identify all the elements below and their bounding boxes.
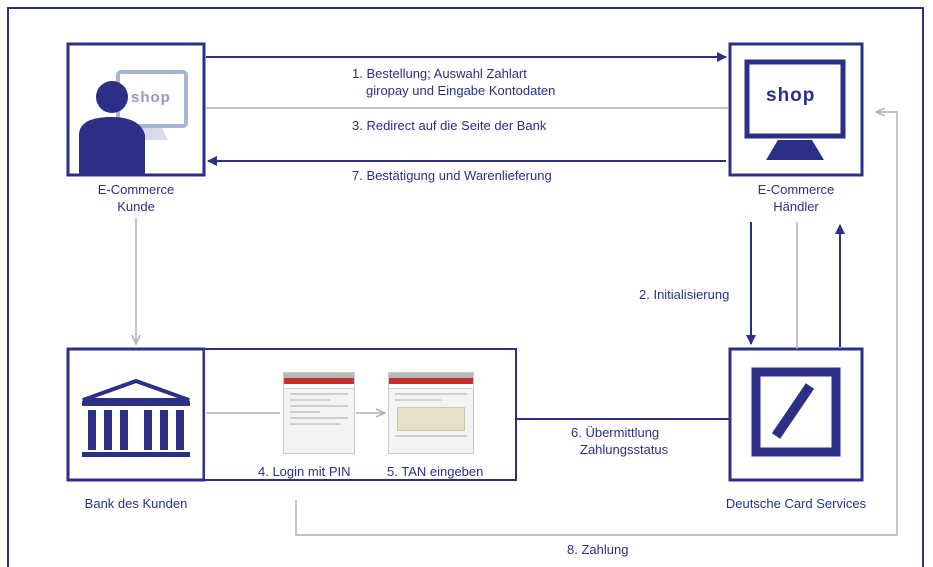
login-screenshot-thumbnail: [283, 372, 355, 454]
merchant-monitor-text: shop: [766, 85, 816, 106]
bank-label: Bank des Kunden: [84, 496, 188, 511]
customer-node: [66, 42, 206, 177]
diagram-frame: [7, 7, 924, 567]
dcs-node: [728, 347, 864, 482]
step7-label: 7. Bestätigung und Warenlieferung: [352, 168, 552, 183]
step8-label: 8. Zahlung: [567, 542, 629, 557]
step6-label-line1: 6. Übermittlung: [571, 425, 660, 440]
step2-label: 2. Initialisierung: [639, 287, 730, 302]
step4-label: 4. Login mit PIN: [258, 464, 351, 479]
customer-label-line2: Kunde: [117, 199, 155, 214]
customer-label-line1: E-Commerce: [97, 182, 175, 197]
step5-label: 5. TAN eingeben: [387, 464, 484, 479]
arrow-step8: [295, 112, 898, 536]
step1-label-line1: 1. Bestellung; Auswahl Zahlart: [352, 66, 527, 81]
deutsche-bank-logo-icon: [751, 367, 841, 457]
merchant-node: [728, 42, 864, 177]
step6-label-line2: Zahlungsstatus: [580, 442, 669, 457]
person-at-computer-icon: [79, 70, 188, 175]
dcs-label: Deutsche Card Services: [725, 496, 867, 511]
bank-building-icon: [82, 378, 190, 457]
step3-label: 3. Redirect auf die Seite der Bank: [352, 118, 547, 133]
shop-monitor-icon: [744, 59, 846, 160]
customer-monitor-text: shop: [131, 89, 171, 106]
merchant-label-line1: E-Commerce: [757, 182, 835, 197]
tan-screenshot-thumbnail: [388, 372, 474, 454]
step1-label-line2: giropay und Eingabe Kontodaten: [366, 83, 556, 98]
merchant-label-line2: Händler: [773, 199, 819, 214]
